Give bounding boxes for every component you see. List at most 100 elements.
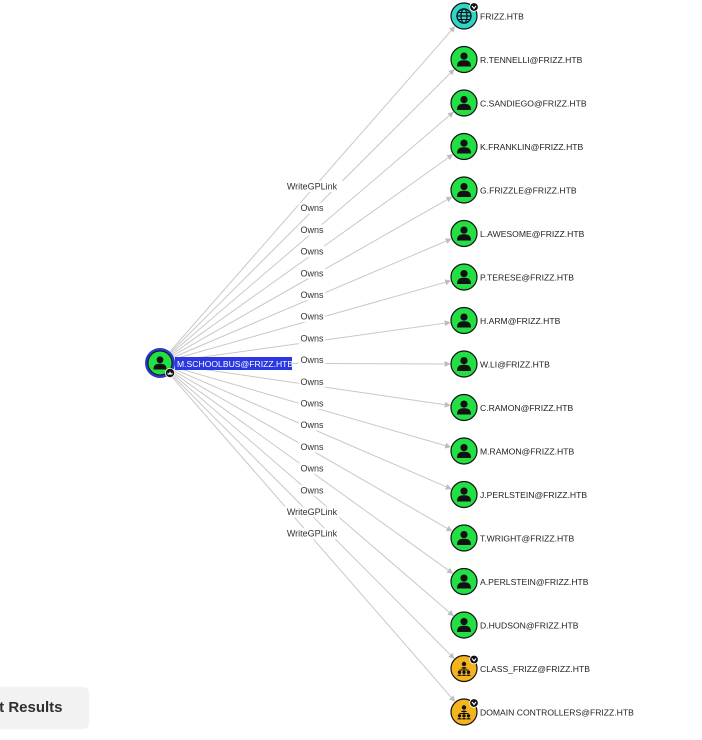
node-label: FRIZZ.HTB [480, 12, 524, 22]
edge-label-bg [298, 311, 326, 323]
node-label: DOMAIN CONTROLLERS@FRIZZ.HTB [480, 708, 634, 718]
edge-label[interactable]: WriteGPLink [280, 506, 344, 518]
edge-label[interactable]: WriteGPLink [280, 528, 344, 540]
edge-label-text: Owns [300, 442, 324, 452]
edge-label[interactable]: Owns [298, 398, 326, 409]
edge-label[interactable]: Owns [298, 246, 326, 258]
edge-label[interactable]: WriteGPLink [280, 181, 344, 192]
user-node[interactable]: D.HUDSON@FRIZZ.HTB [450, 611, 579, 639]
edge-label-bg [298, 419, 326, 431]
node-label: C.SANDIEGO@FRIZZ.HTB [480, 99, 587, 109]
user-node[interactable]: M.RAMON@FRIZZ.HTB [450, 437, 574, 465]
user-node[interactable]: A.PERLSTEIN@FRIZZ.HTB [450, 567, 589, 596]
user-icon [457, 52, 471, 67]
edge-label[interactable]: Owns [298, 463, 326, 475]
edge-label-bg [298, 267, 326, 279]
user-node[interactable]: G.FRIZZLE@FRIZZ.HTB [450, 176, 577, 204]
edge-label-text: Owns [300, 247, 324, 257]
edge-label-text: Owns [300, 203, 324, 213]
user-node[interactable]: R.TENNELLI@FRIZZ.HTB [450, 45, 583, 74]
results-button[interactable]: nt Results [0, 688, 88, 728]
target-nodes-layer: FRIZZ.HTB R.TENNELLI@FRIZZ.HTB C.SANDIEGO@… [450, 2, 634, 726]
edge-label[interactable]: Owns [298, 202, 326, 214]
user-icon [457, 139, 471, 154]
user-icon [457, 487, 471, 502]
node-label: A.PERLSTEIN@FRIZZ.HTB [480, 577, 589, 587]
edge-label-text: Owns [300, 377, 324, 387]
user-icon [457, 357, 471, 371]
edge-label-text: WriteGPLink [287, 529, 338, 539]
edge-label[interactable]: Owns [298, 224, 326, 236]
user-icon [457, 96, 471, 110]
tier-badge-icon [469, 698, 479, 708]
user-icon [457, 183, 471, 197]
edge-label-bg [298, 224, 326, 236]
user-icon [457, 444, 471, 458]
user-node[interactable]: C.RAMON@FRIZZ.HTB [450, 393, 573, 422]
edge-label-bg [280, 181, 344, 192]
tier-badge-icon [469, 2, 479, 12]
source-label-bg [175, 357, 292, 370]
node-label: W.LI@FRIZZ.HTB [480, 360, 550, 370]
edge-label[interactable]: Owns [298, 354, 326, 366]
node-label: H.ARM@FRIZZ.HTB [480, 316, 561, 326]
edge-label-bg [298, 289, 326, 301]
edge-label[interactable]: Owns [298, 289, 326, 301]
user-icon [457, 400, 471, 415]
node-label: K.FRANKLIN@FRIZZ.HTB [480, 142, 584, 152]
edge-label-text: Owns [300, 333, 324, 343]
edge-label-text: Owns [300, 312, 324, 322]
edge-label[interactable]: Owns [298, 484, 326, 496]
user-node[interactable]: T.WRIGHT@FRIZZ.HTB [450, 524, 574, 552]
node-label: M.RAMON@FRIZZ.HTB [480, 447, 574, 457]
user-node[interactable]: W.LI@FRIZZ.HTB [450, 350, 550, 378]
edge-label-text: Owns [300, 464, 324, 474]
user-icon [457, 270, 471, 284]
user-node[interactable]: K.FRANKLIN@FRIZZ.HTB [450, 132, 584, 161]
edge-label[interactable]: Owns [298, 376, 326, 388]
node-label: D.HUDSON@FRIZZ.HTB [480, 621, 579, 631]
user-icon [457, 226, 471, 241]
edge-label-text: Owns [300, 399, 324, 409]
domain-node[interactable]: FRIZZ.HTB [450, 2, 524, 30]
edge-label-text: Owns [300, 485, 324, 495]
edge-label-text: WriteGPLink [287, 507, 338, 517]
user-node[interactable]: H.ARM@FRIZZ.HTB [450, 306, 561, 335]
edge-label-bg [298, 484, 326, 496]
user-icon [457, 618, 471, 632]
edge-label[interactable]: Owns [298, 441, 326, 453]
node-label: L.AWESOME@FRIZZ.HTB [480, 229, 585, 239]
edge-label-text: Owns [300, 268, 324, 278]
edge-label[interactable]: Owns [298, 332, 326, 344]
node-label: CLASS_FRIZZ@FRIZZ.HTB [480, 664, 590, 674]
edge-label-bg [298, 332, 326, 344]
edge-label-text: Owns [300, 355, 324, 365]
user-node[interactable]: C.SANDIEGO@FRIZZ.HTB [450, 89, 587, 117]
edge-label-bg [298, 376, 326, 388]
user-icon [457, 574, 471, 589]
edge-label[interactable]: Owns [298, 311, 326, 323]
edge-label-bg [280, 528, 344, 540]
edge-label-text: WriteGPLink [287, 182, 338, 192]
edge-label-bg [298, 354, 326, 366]
user-node[interactable]: J.PERLSTEIN@FRIZZ.HTB [450, 480, 587, 509]
user-node[interactable]: L.AWESOME@FRIZZ.HTB [450, 219, 585, 248]
edge-label-bg [298, 441, 326, 453]
edge-label-text: Owns [300, 290, 324, 300]
group-node[interactable]: DOMAIN CONTROLLERS@FRIZZ.HTB [450, 698, 634, 726]
edge-label-bg [280, 506, 344, 518]
node-label: P.TERESE@FRIZZ.HTB [480, 273, 574, 283]
edge-label-bg [298, 398, 326, 409]
group-icon [457, 661, 471, 676]
edge-label[interactable]: Owns [298, 267, 326, 279]
globe-icon [456, 8, 472, 24]
owned-badge-icon [165, 368, 175, 378]
group-node[interactable]: CLASS_FRIZZ@FRIZZ.HTB [450, 654, 590, 683]
source-node[interactable]: M.SCHOOLBUS@FRIZZ.HTB [145, 348, 293, 378]
edge-label[interactable]: Owns [298, 419, 326, 431]
user-node[interactable]: P.TERESE@FRIZZ.HTB [450, 263, 574, 291]
edge-label-bg [298, 202, 326, 214]
source-label: M.SCHOOLBUS@FRIZZ.HTB [177, 359, 293, 369]
group-icon [457, 705, 471, 720]
